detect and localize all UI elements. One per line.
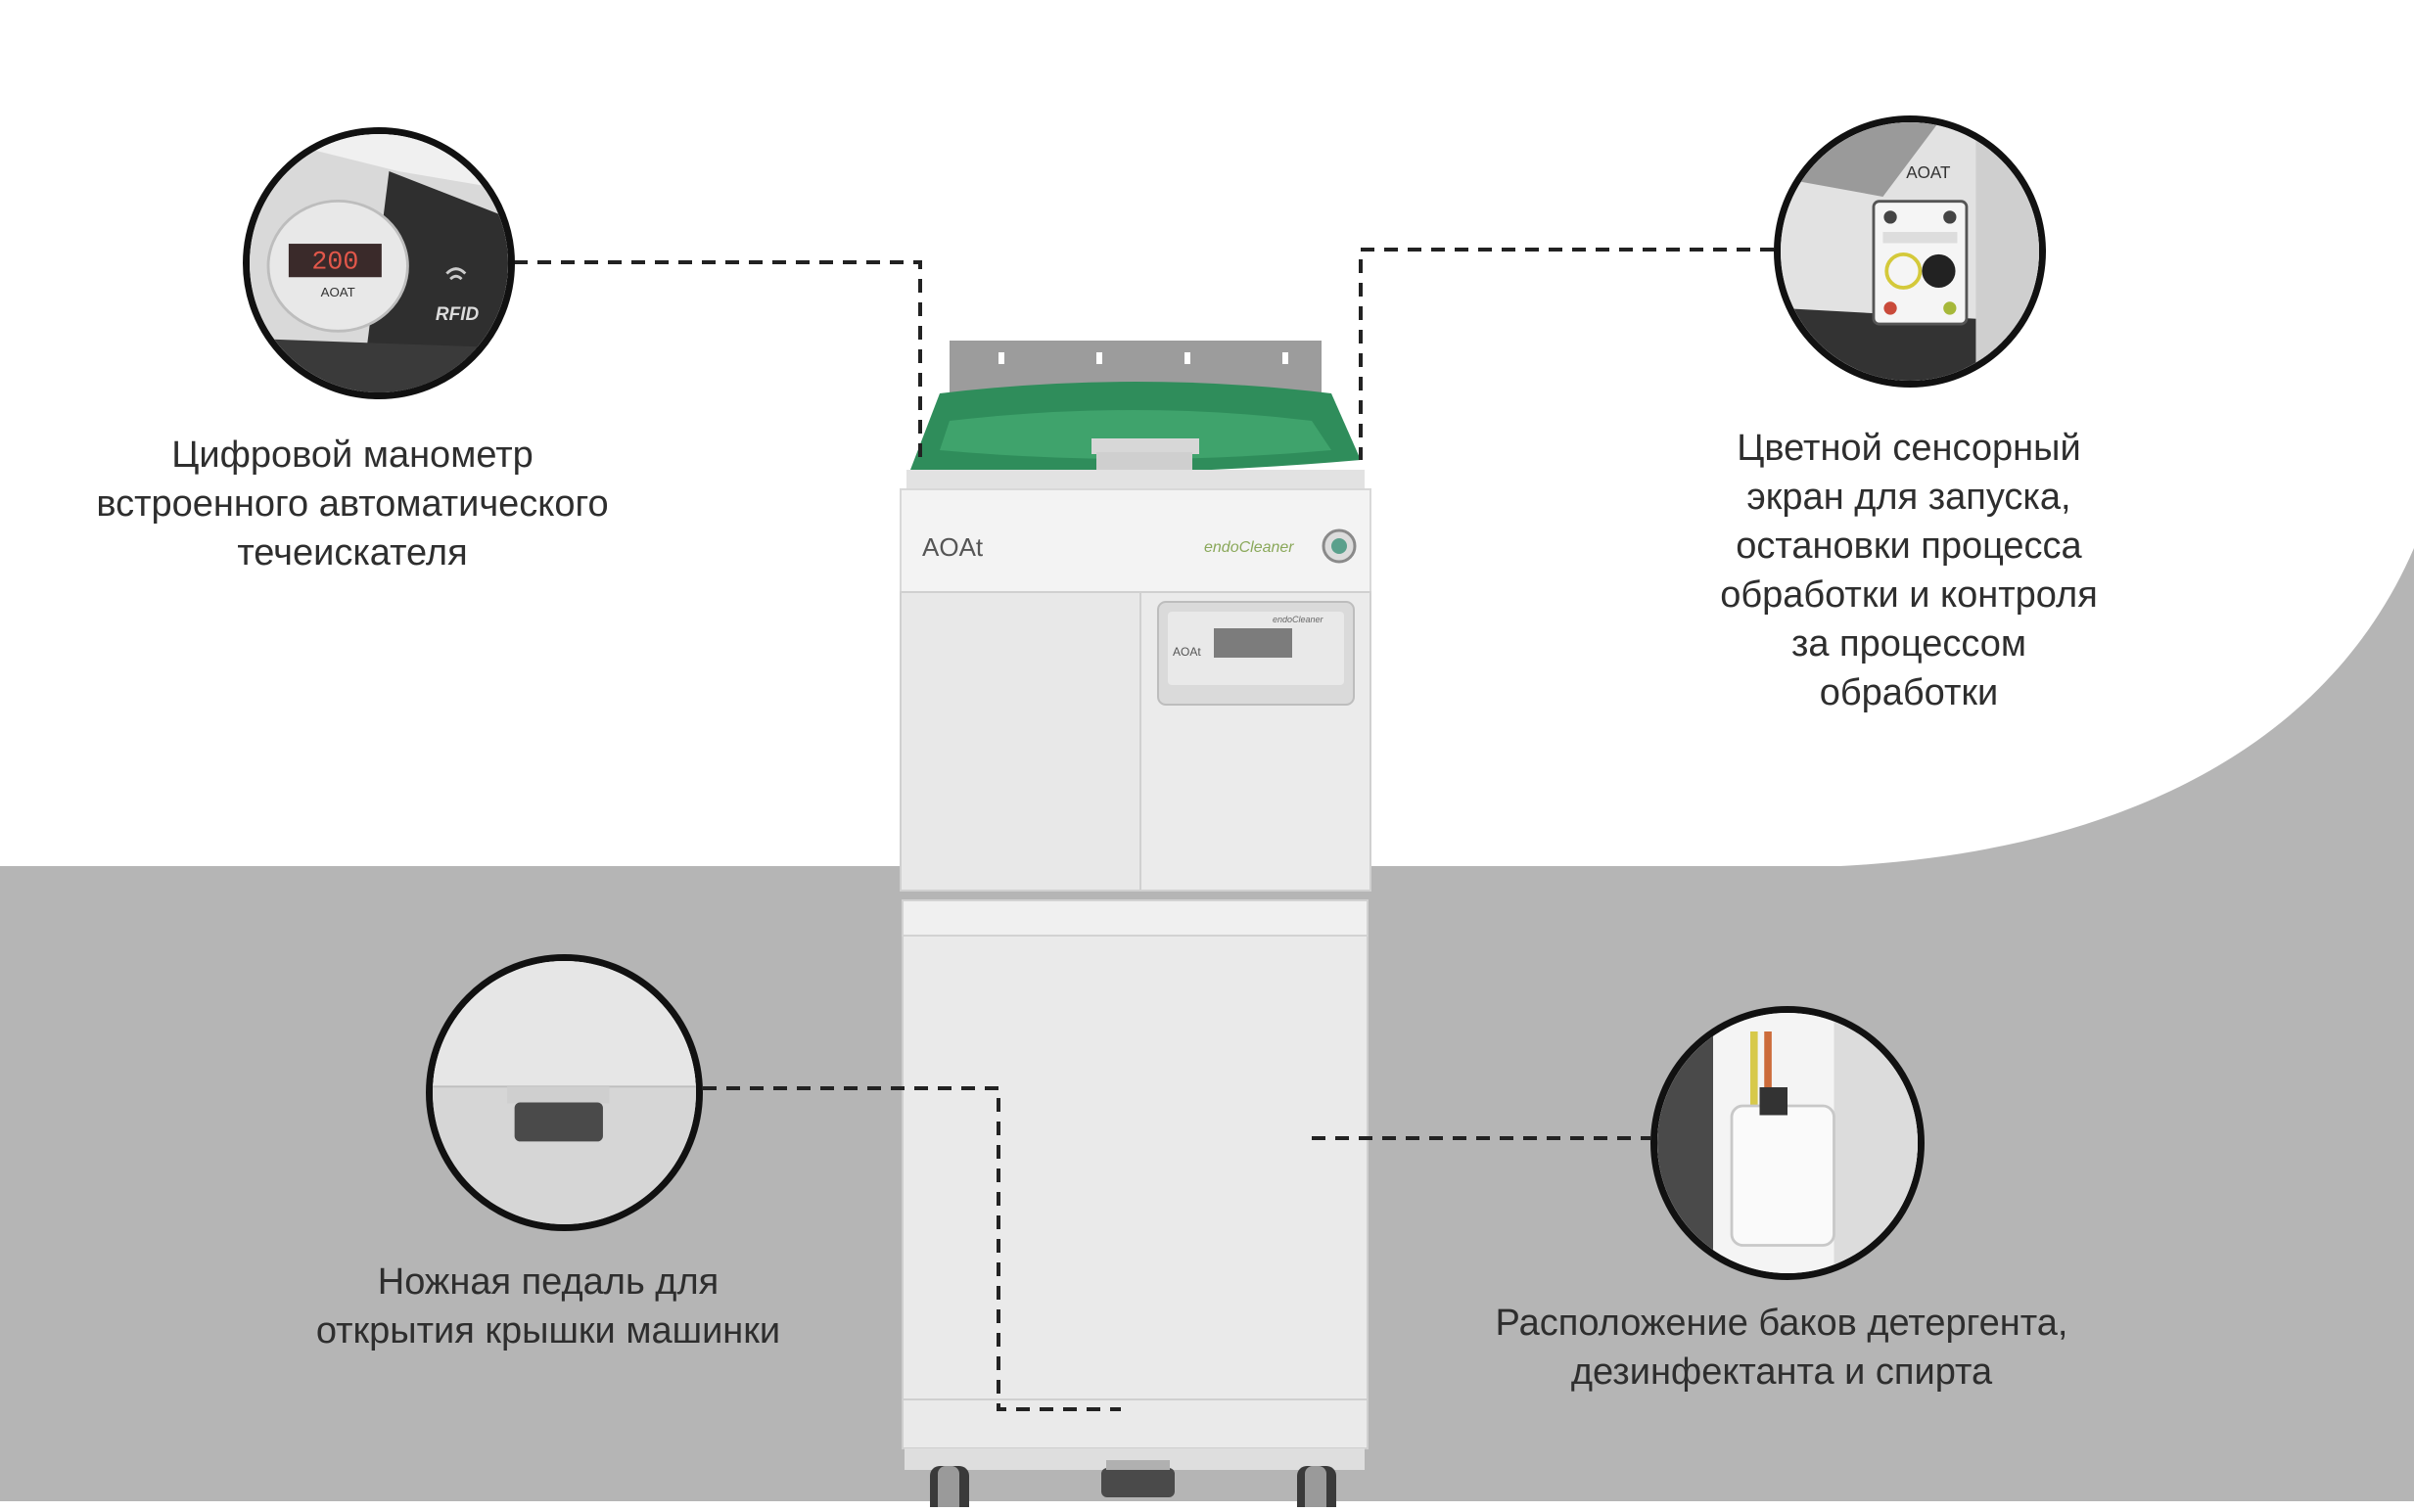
manometer-display: 200 [311, 248, 358, 277]
svg-text:AOAT: AOAT [321, 285, 355, 299]
svg-text:endoCleaner: endoCleaner [1273, 615, 1324, 624]
pedal-magnifier [426, 954, 703, 1231]
endocleaner-machine: AOAt endoCleaner AOAt endoCleaner [881, 323, 1390, 1512]
svg-text:AOAT: AOAT [1906, 163, 1951, 182]
panel-display [1214, 628, 1292, 658]
wifi-icon [445, 267, 467, 275]
caption-pedal: Ножная педаль для открытия крышки машинк… [315, 1261, 781, 1352]
caption-tanks: Расположение баков детергента, дезинфект… [1495, 1303, 2068, 1393]
rfid-label: RFID [436, 304, 480, 325]
caption-touchscreen: Цветной сенсорный экран для запуска, ост… [1720, 428, 2098, 713]
machine-model: endoCleaner [1204, 539, 1294, 556]
leader-pedal [703, 1086, 1121, 1411]
machine-brand: AOAt [922, 532, 984, 562]
svg-text:AOAt: AOAt [1173, 645, 1201, 659]
pedal-closeup [514, 1102, 603, 1142]
leader-manometer [514, 260, 922, 460]
leader-touchscreen [1359, 248, 1774, 460]
foot-pedal [1101, 1468, 1175, 1497]
tanks-magnifier [1650, 1006, 1925, 1280]
caption-manometer: Цифровой манометр встроенного автоматиче… [96, 435, 609, 573]
left-door [900, 591, 1141, 892]
touchscreen-magnifier: AOAT [1774, 115, 2046, 388]
lower-cabinet [902, 899, 1369, 1449]
tank-closeup [1730, 1104, 1835, 1247]
manometer-magnifier: 200 AOAT RFID [243, 127, 515, 399]
